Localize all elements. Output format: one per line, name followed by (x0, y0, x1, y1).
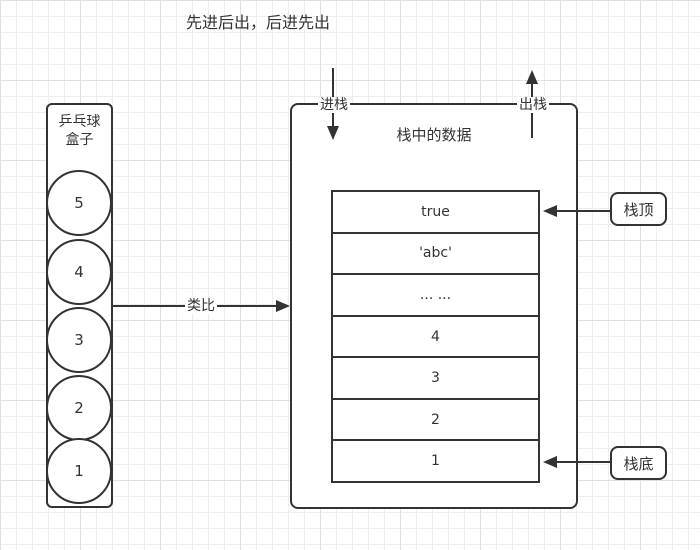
ball-2: 2 (48, 375, 111, 441)
stack-item-row: 1 (431, 453, 440, 470)
stack-top-callout: 栈顶 (610, 192, 667, 226)
stack-item-row: true (333, 192, 538, 234)
stack-table: true 'abc' ... ... 4 3 2 1 (331, 190, 540, 483)
analogy-arrowhead-right-icon (276, 300, 290, 312)
stack-bottom-callout: 栈底 (610, 446, 667, 480)
push-arrowhead-down-icon (327, 126, 339, 140)
analogy-label: 类比 (185, 298, 217, 314)
pingpong-box-label: 乒乓球 盒子 (48, 113, 111, 149)
stack-item-row: 'abc' (333, 234, 538, 276)
pop-label: 出栈 (517, 97, 549, 113)
ball-5: 5 (48, 170, 111, 236)
stack-item-row: 4 (333, 317, 538, 359)
pop-arrowhead-up-icon (526, 70, 538, 84)
stack-bottom-arrow-line (556, 461, 610, 463)
ball-3: 3 (48, 307, 111, 373)
stack-top-arrowhead-left-icon (543, 205, 557, 217)
pingpong-box-label-line2: 盒子 (65, 132, 94, 148)
stack-item-row: ... ... (333, 275, 538, 317)
pingpong-box: 乒乓球 盒子 5 4 3 2 1 (46, 103, 113, 508)
diagram-title: 先进后出，后进先出 (186, 13, 331, 32)
ball-4: 4 (48, 239, 111, 305)
pingpong-box-label-line1: 乒乓球 (58, 114, 101, 130)
stack-item-row: 3 (333, 358, 538, 400)
ball-1: 1 (48, 438, 111, 504)
stack-top-arrow-line (556, 210, 610, 212)
stack-bottom-arrowhead-left-icon (543, 456, 557, 468)
push-label: 进栈 (318, 97, 350, 113)
stack-item-row: 2 (333, 400, 538, 442)
stack-title: 栈中的数据 (396, 126, 472, 144)
